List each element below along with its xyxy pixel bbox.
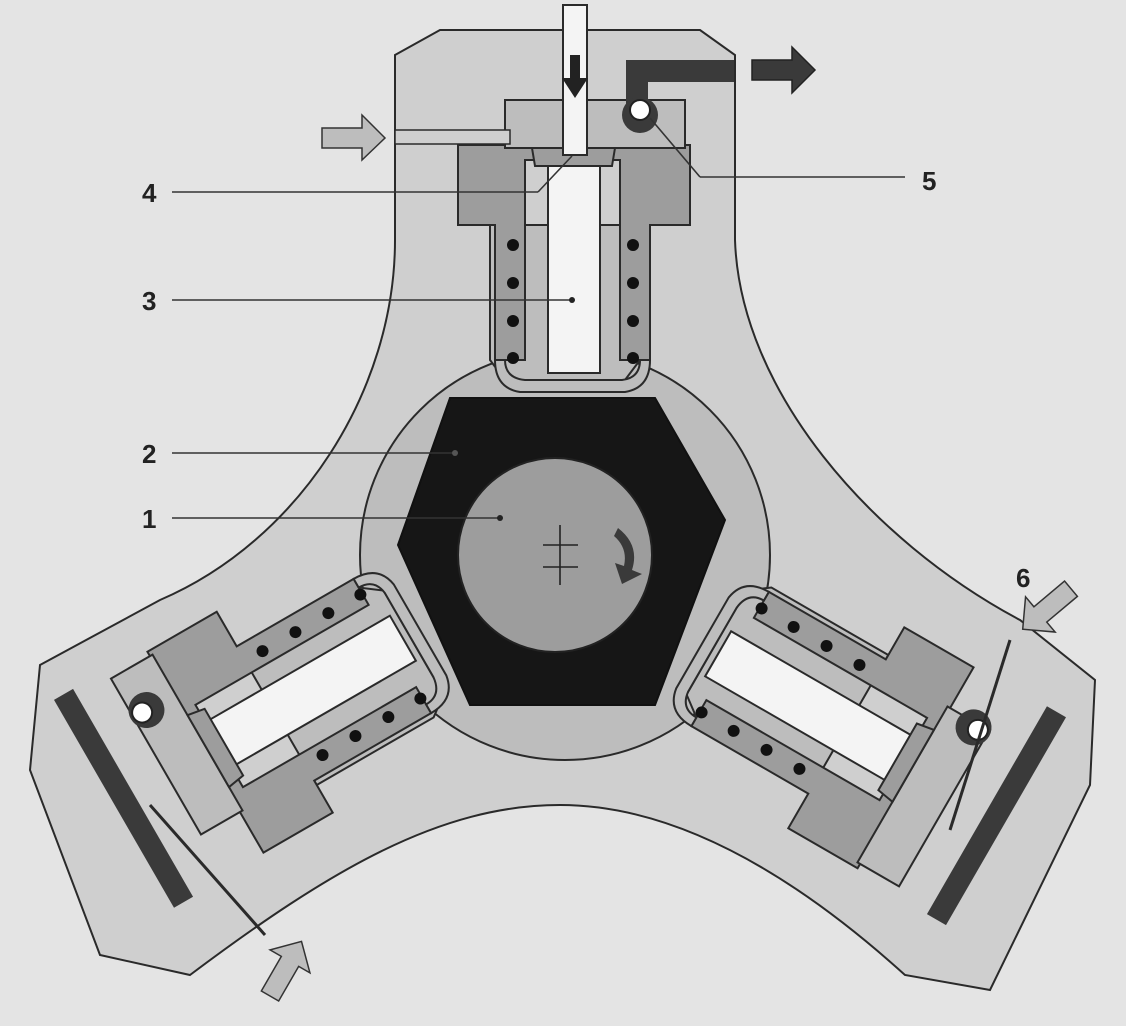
label-5: 5 [922,166,936,196]
top-valve-body [457,144,691,361]
arrow-down-inlet-icon [1021,579,1079,633]
shaft-center-mark [543,525,578,585]
pressure-valve-ball [629,99,651,121]
rotation-arrow-icon [614,528,642,584]
leader-dot-3 [569,297,575,303]
top-spring [507,239,639,364]
inlet-channel-left [148,804,267,936]
leader-dot-2 [452,450,458,456]
flow-down-arrow [562,55,588,98]
top-piston-shoe [493,359,652,393]
inlet-channel [394,129,511,145]
lower-left-pump-element [53,572,450,908]
leader-dot-1 [497,515,503,521]
label-3: 3 [142,286,156,316]
arrow-right-icon [751,45,817,95]
label-6: 6 [1016,563,1030,593]
arrow-up-inlet-icon [260,940,312,1003]
label-1: 1 [142,504,156,534]
lower-right-pump-element [672,585,1067,926]
pressure-line-top [626,60,734,82]
leader-line-5 [649,117,701,178]
piston-top [547,164,601,374]
label-2: 2 [142,439,156,469]
inlet-channel-right [948,639,1012,831]
arrow-right-icon [321,113,387,162]
label-4: 4 [142,178,157,208]
top-valve-cap [504,99,686,149]
eccentric-shaft [457,457,653,653]
leader-line-4b [537,155,573,193]
